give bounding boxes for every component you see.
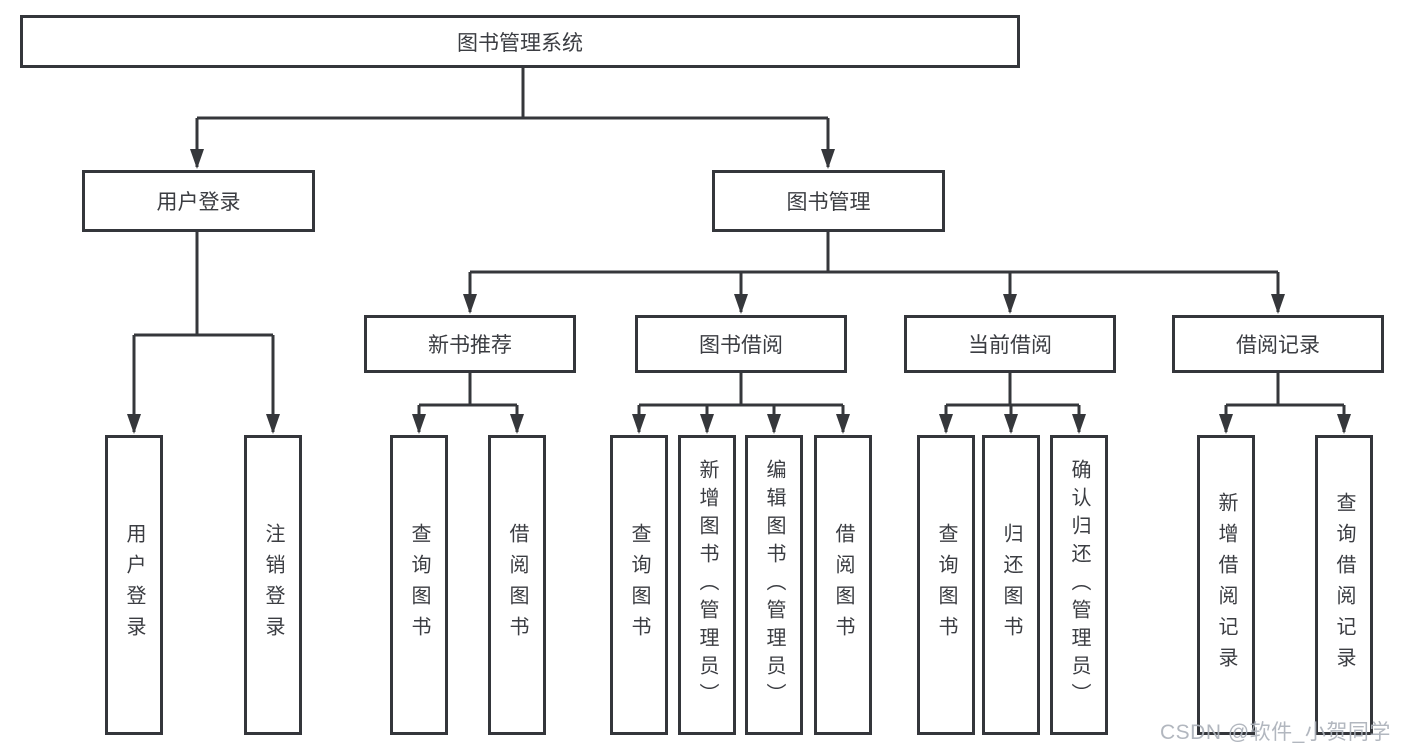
node-book-borrowing: 图书借阅: [635, 315, 847, 373]
node-current-borrowing: 当前借阅: [904, 315, 1116, 373]
leaf-current-query-books: 查询图书: [917, 435, 975, 735]
csdn-watermark: CSDN @软件_小贺同学: [1160, 721, 1391, 744]
node-new-book-recommendation: 新书推荐: [364, 315, 576, 373]
leaf-recommend-borrow-books: 借阅图书: [488, 435, 546, 735]
leaf-borrowing-query-books: 查询图书: [610, 435, 668, 735]
node-user-login-group: 用户登录: [82, 170, 315, 232]
leaf-confirm-return-admin: 确认归还（管理员）: [1050, 435, 1108, 735]
leaf-user-login: 用户登录: [105, 435, 163, 735]
node-library-management-system: 图书管理系统: [20, 15, 1020, 68]
leaf-recommend-query-books: 查询图书: [390, 435, 448, 735]
node-book-management-group: 图书管理: [712, 170, 945, 232]
leaf-add-books-admin: 新增图书（管理员）: [678, 435, 736, 735]
leaf-logout: 注销登录: [244, 435, 302, 735]
leaf-query-borrow-record: 查询借阅记录: [1315, 435, 1373, 735]
leaf-edit-books-admin: 编辑图书（管理员）: [745, 435, 803, 735]
leaf-return-books: 归还图书: [982, 435, 1040, 735]
node-borrowing-records: 借阅记录: [1172, 315, 1384, 373]
leaf-add-borrow-record: 新增借阅记录: [1197, 435, 1255, 735]
leaf-borrow-books: 借阅图书: [814, 435, 872, 735]
connector-tree: [127, 68, 1351, 434]
